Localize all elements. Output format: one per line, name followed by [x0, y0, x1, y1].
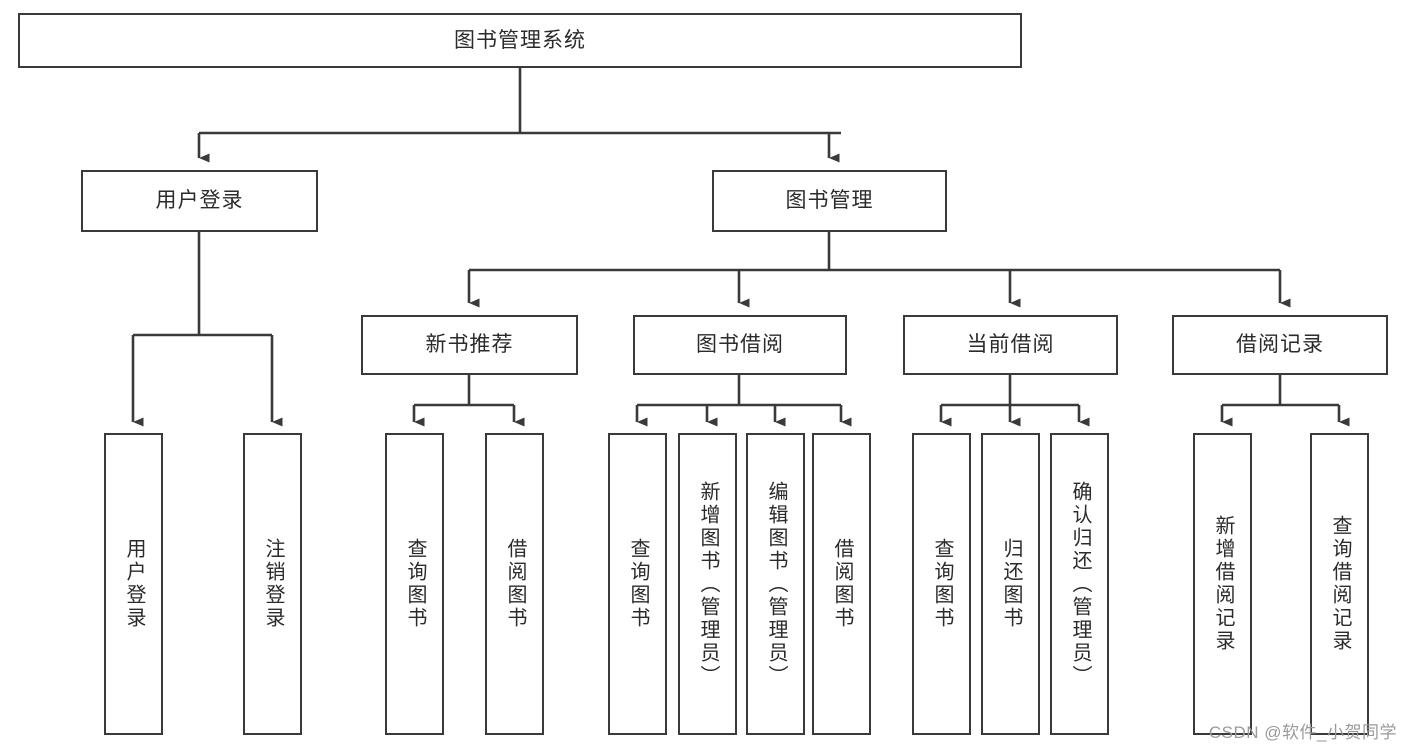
leaf-record-add[interactable]: 新增借阅记录 [1193, 433, 1252, 735]
leaf-label: 编辑图书（管理员） [765, 480, 787, 688]
leaf-label: 借阅图书 [504, 538, 526, 630]
node-borrow-record[interactable]: 借阅记录 [1172, 315, 1388, 375]
node-root[interactable]: 图书管理系统 [18, 13, 1022, 68]
leaf-label: 查询图书 [627, 538, 649, 630]
leaf-borrow-add-book[interactable]: 新增图书（管理员） [678, 433, 737, 735]
leaf-label: 注销登录 [262, 538, 284, 630]
leaf-borrow-query-book[interactable]: 查询图书 [608, 433, 667, 735]
leaf-label: 查询图书 [404, 538, 426, 630]
leaf-label: 归还图书 [1000, 538, 1022, 630]
leaf-new-book-query[interactable]: 查询图书 [385, 433, 444, 735]
leaf-label: 确认归还（管理员） [1069, 480, 1091, 688]
leaf-label: 用户登录 [123, 538, 145, 630]
leaf-current-return-book[interactable]: 归还图书 [981, 433, 1040, 735]
leaf-label: 借阅图书 [831, 538, 853, 630]
node-new-book-recommend[interactable]: 新书推荐 [361, 315, 578, 375]
leaf-record-query[interactable]: 查询借阅记录 [1310, 433, 1369, 735]
leaf-label: 新增借阅记录 [1212, 515, 1234, 653]
leaf-label: 新增图书（管理员） [697, 480, 719, 688]
node-book-borrow[interactable]: 图书借阅 [633, 315, 847, 375]
leaf-user-login-signin[interactable]: 用户登录 [104, 433, 163, 735]
node-user-login[interactable]: 用户登录 [81, 170, 318, 232]
csdn-watermark: CSDN @软件_小贺同学 [1208, 723, 1397, 742]
node-book-management[interactable]: 图书管理 [712, 170, 947, 232]
leaf-borrow-borrow-book[interactable]: 借阅图书 [812, 433, 871, 735]
leaf-label: 查询借阅记录 [1329, 515, 1351, 653]
leaf-label: 查询图书 [931, 538, 953, 630]
leaf-current-confirm-return[interactable]: 确认归还（管理员） [1050, 433, 1109, 735]
leaf-borrow-edit-book[interactable]: 编辑图书（管理员） [746, 433, 805, 735]
leaf-new-book-borrow[interactable]: 借阅图书 [485, 433, 544, 735]
node-current-borrow[interactable]: 当前借阅 [903, 315, 1118, 375]
leaf-user-login-signout[interactable]: 注销登录 [243, 433, 302, 735]
leaf-current-query-book[interactable]: 查询图书 [912, 433, 971, 735]
